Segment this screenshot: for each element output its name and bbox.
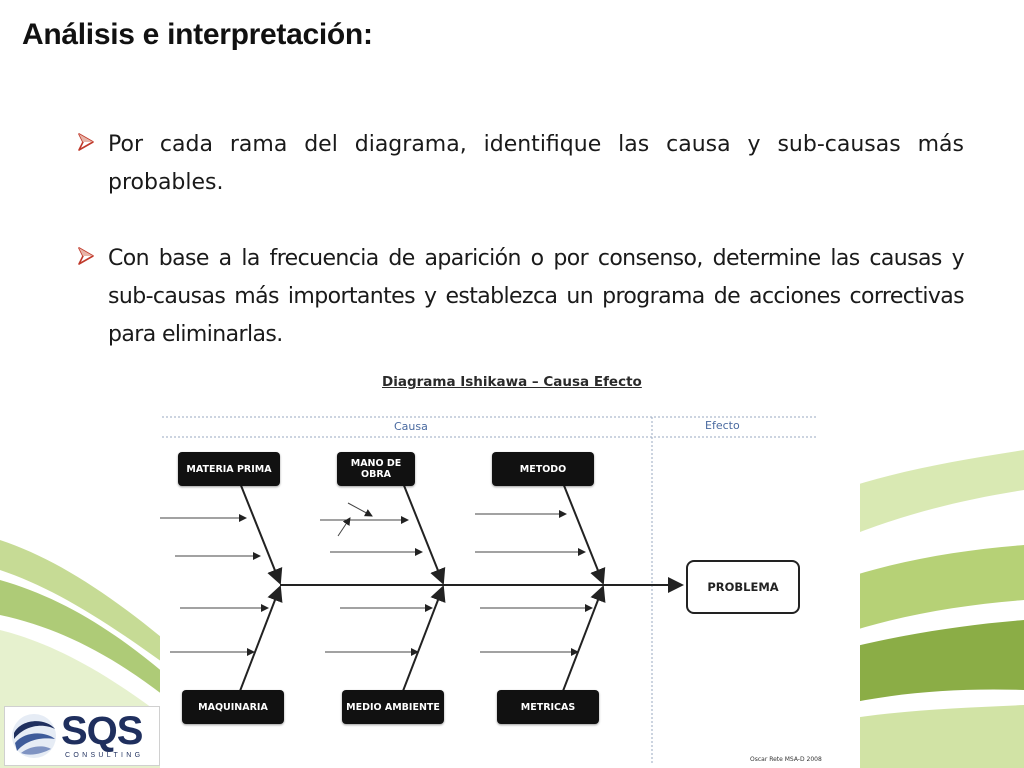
category-box-metricas: METRICAS — [497, 690, 599, 724]
arrow-bullet-icon — [78, 133, 94, 151]
diagram-title: Diagrama Ishikawa – Causa Efecto — [382, 374, 642, 390]
bullet-list: Por cada rama del diagrama, identifique … — [76, 126, 965, 392]
cause-zone-label: Causa — [394, 420, 428, 433]
logo-wordmark: SQS — [61, 709, 143, 753]
diagram-footnote: Oscar Rete MSA-D 2008 — [750, 756, 822, 763]
green-wave-decoration-right — [840, 450, 1024, 768]
arrow-bullet-icon — [78, 247, 94, 265]
effect-zone-label: Efecto — [705, 419, 740, 432]
category-box-materia-prima: MATERIA PRIMA — [178, 452, 280, 486]
bullet-item: Por cada rama del diagrama, identifique … — [76, 126, 964, 202]
globe-swirl-icon — [12, 714, 56, 758]
bullet-text: Con base a la frecuencia de aparición o … — [108, 246, 965, 347]
logo-subtitle: CONSULTING — [65, 752, 144, 759]
effect-problem-box: PROBLEMA — [686, 560, 800, 614]
sqs-consulting-logo: SQS CONSULTING — [4, 706, 160, 766]
ishikawa-diagram: Diagrama Ishikawa – Causa Efecto — [160, 368, 860, 768]
category-box-mano-de-obra: MANO DE OBRA — [337, 452, 415, 486]
fishbone-lines — [160, 416, 816, 763]
slide-title: Análisis e interpretación: — [22, 18, 373, 51]
category-box-metodo: METODO — [492, 452, 594, 486]
bullet-text: Por cada rama del diagrama, identifique … — [108, 132, 964, 195]
category-box-medio-ambiente: MEDIO AMBIENTE — [342, 690, 444, 724]
category-box-maquinaria: MAQUINARIA — [182, 690, 284, 724]
bullet-item: Con base a la frecuencia de aparición o … — [76, 240, 965, 354]
